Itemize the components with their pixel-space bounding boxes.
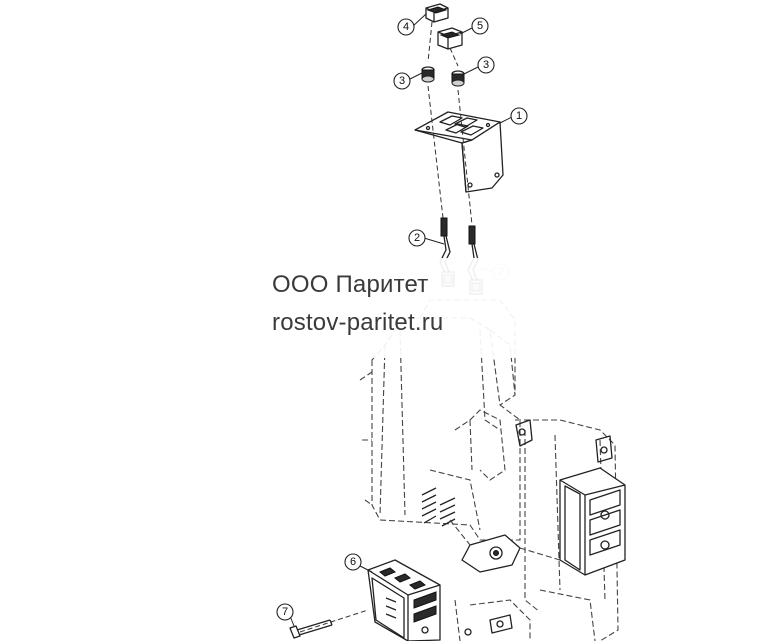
control-module-right xyxy=(559,467,626,576)
mounting-plate-part-1 xyxy=(414,111,504,193)
watermark-site-url: rostov-paritet.ru xyxy=(272,309,444,336)
switch-part-5 xyxy=(437,27,463,50)
assembly-axis-lines xyxy=(299,21,473,633)
nut-part-3-right xyxy=(451,70,465,87)
callout-3a: 3 xyxy=(393,72,423,90)
switch-part-4 xyxy=(425,3,449,23)
callout-6-label: 6 xyxy=(350,556,356,568)
callout-1: 1 xyxy=(499,107,528,125)
callout-6: 6 xyxy=(344,553,373,573)
callout-7: 7 xyxy=(276,603,295,627)
callout-5: 5 xyxy=(459,17,489,35)
mounting-frame xyxy=(449,419,626,641)
callout-1-label: 1 xyxy=(516,110,522,122)
callout-4-label: 4 xyxy=(403,21,409,33)
watermark-backdrop xyxy=(250,258,540,358)
callout-5-label: 5 xyxy=(477,20,483,32)
callout-3b-label: 3 xyxy=(483,59,489,71)
callout-4: 4 xyxy=(397,13,427,36)
vent-grille xyxy=(421,487,456,527)
callout-7-label: 7 xyxy=(282,606,288,618)
nut-part-3-left xyxy=(421,66,435,83)
callout-2a-label: 2 xyxy=(414,232,420,244)
callout-2a: 2 xyxy=(408,229,445,247)
bolt-part-7 xyxy=(289,619,333,639)
watermark-company-name: ООО Паритет xyxy=(272,271,429,298)
control-unit-part-6 xyxy=(367,559,441,641)
callout-3a-label: 3 xyxy=(399,75,405,87)
callout-3b: 3 xyxy=(463,56,495,75)
